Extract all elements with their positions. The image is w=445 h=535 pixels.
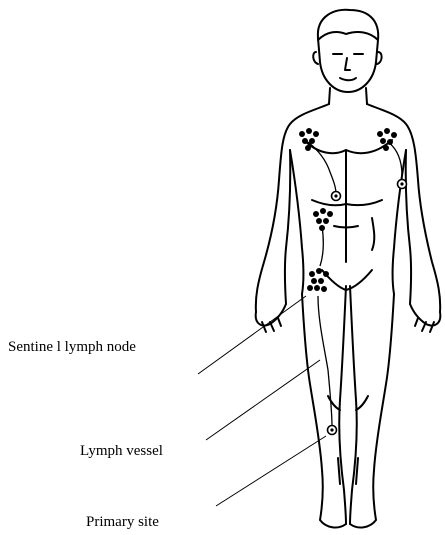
lymph-node-dot-icon xyxy=(305,145,311,151)
lymph-node-dot-icon xyxy=(309,271,315,277)
lymph-node-dot-icon xyxy=(323,271,329,277)
primary-site-label: Primary site xyxy=(86,514,159,530)
lymph-node-dot-icon xyxy=(323,218,329,224)
lymph-node-dot-icon xyxy=(307,285,313,291)
sentinel-leader-line xyxy=(198,296,306,374)
lymph-node-dot-icon xyxy=(327,211,333,217)
lymph-node-dot-icon xyxy=(309,138,315,144)
lymph-node-clusters xyxy=(299,128,397,292)
lymph-node-dot-icon xyxy=(313,131,319,137)
lymph-node-dot-icon xyxy=(316,268,322,274)
lymph-node-dot-icon xyxy=(318,278,324,284)
node-center-dot-icon xyxy=(330,428,333,431)
lymph-node-dot-icon xyxy=(380,138,386,144)
lymph-node-dot-icon xyxy=(391,132,397,138)
lymph-node-dot-icon xyxy=(384,128,390,134)
lymph-node-dot-icon xyxy=(313,211,319,217)
sentinel-lymph-node-label: Sentine l lymph node xyxy=(8,339,136,355)
lymph-node-dot-icon xyxy=(319,225,325,231)
primary-leader-line xyxy=(216,436,326,506)
node-center-dot-icon xyxy=(400,182,403,185)
lymph-node-dot-icon xyxy=(302,138,308,144)
lymph-node-dot-icon xyxy=(320,208,326,214)
lymph-node-dot-icon xyxy=(316,218,322,224)
human-body-outline-icon xyxy=(256,10,441,528)
leader-lines xyxy=(198,296,326,506)
lymph-node-dot-icon xyxy=(387,139,393,145)
lymph-node-dot-icon xyxy=(377,131,383,137)
lymph-node-dot-icon xyxy=(314,285,320,291)
lymph-node-dot-icon xyxy=(311,278,317,284)
node-center-dot-icon xyxy=(334,194,337,197)
lymph-node-dot-icon xyxy=(321,286,327,292)
lymph-node-dot-icon xyxy=(306,128,312,134)
lymph-node-dot-icon xyxy=(299,131,305,137)
lymph-vessel-label: Lymph vessel xyxy=(80,443,163,459)
lymph-node-dot-icon xyxy=(383,145,389,151)
vessel-leader-line xyxy=(206,360,320,440)
